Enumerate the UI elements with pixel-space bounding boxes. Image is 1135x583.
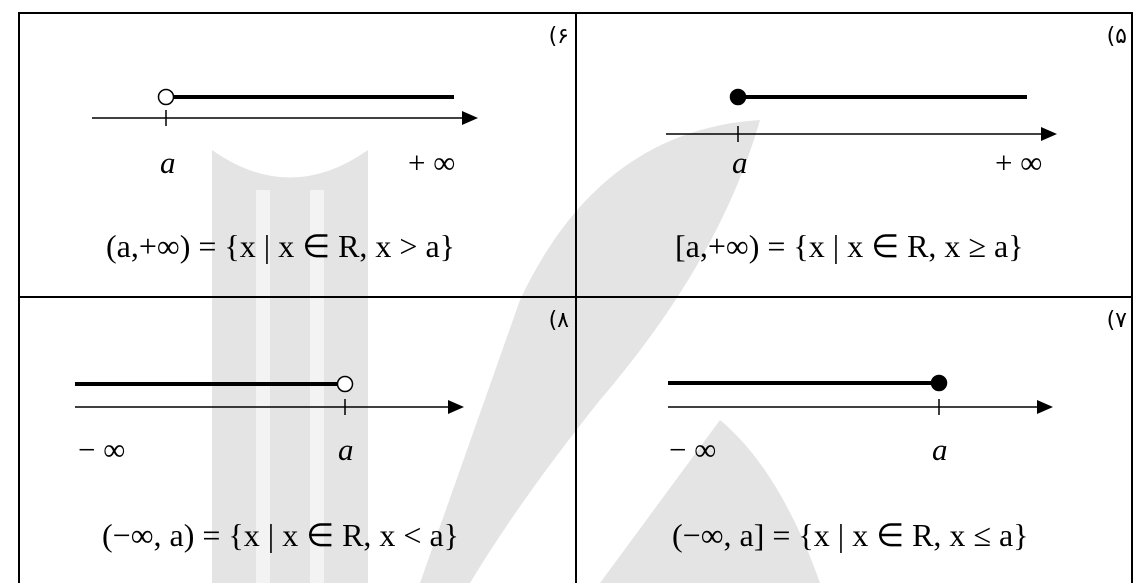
right-label: + ∞ — [408, 145, 456, 180]
arrow-head-icon — [448, 400, 464, 414]
arrow-head-icon — [462, 111, 478, 125]
set-formula: [a,+∞) = {x | x ∈ R, x ≥ a} — [675, 228, 1024, 264]
interval-table: (۶ a + ∞ (a,+∞) = {x | x ∈ R, x > a} (۵ … — [18, 12, 1133, 583]
closed-endpoint-icon — [930, 374, 948, 392]
set-formula: (−∞, a) = {x | x ∈ R, x < a} — [102, 517, 460, 553]
set-formula: (a,+∞) = {x | x ∈ R, x > a} — [106, 228, 456, 264]
left-label: a — [732, 145, 748, 180]
left-label: − ∞ — [669, 432, 717, 467]
item-number: (۷ — [1106, 308, 1127, 333]
item-number: (۵ — [1106, 24, 1127, 49]
open-endpoint-icon — [336, 375, 354, 393]
arrow-head-icon — [1041, 127, 1057, 141]
right-label: a — [338, 432, 354, 467]
interval-cell-5: (۵ a + ∞ [a,+∞) = {x | x ∈ R, x ≥ a} — [577, 14, 1131, 296]
number-line — [668, 374, 1053, 415]
right-label: + ∞ — [995, 145, 1043, 180]
item-number: (۶ — [548, 24, 569, 49]
table-border-middle-horizontal — [18, 296, 1133, 298]
set-formula: (−∞, a] = {x | x ∈ R, x ≤ a} — [672, 517, 1029, 553]
interval-cell-7: (۷ − ∞ a (−∞, a] = {x | x ∈ R, x ≤ a} — [577, 298, 1131, 583]
left-label: a — [160, 145, 176, 180]
number-line — [92, 88, 478, 126]
number-line — [75, 375, 464, 415]
closed-endpoint-icon — [729, 88, 747, 106]
right-label: a — [932, 432, 948, 467]
interval-cell-6: (۶ a + ∞ (a,+∞) = {x | x ∈ R, x > a} — [20, 14, 575, 296]
open-endpoint-icon — [157, 88, 175, 106]
number-line — [666, 88, 1057, 142]
item-number: (۸ — [548, 308, 569, 333]
interval-cell-8: (۸ − ∞ a (−∞, a) = {x | x ∈ R, x < a} — [20, 298, 575, 583]
left-label: − ∞ — [78, 432, 126, 467]
arrow-head-icon — [1037, 400, 1053, 414]
